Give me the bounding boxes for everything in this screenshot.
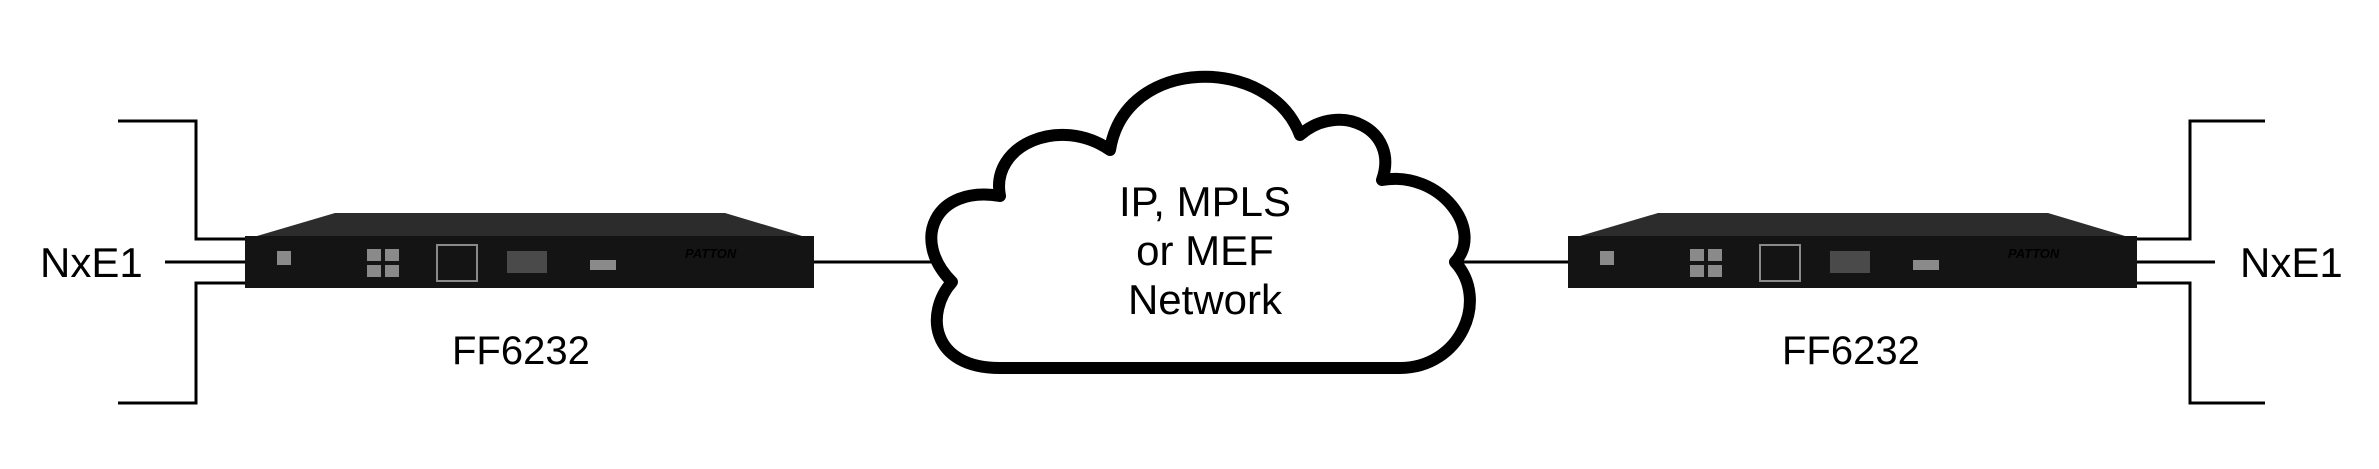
cloud-line-2: or MEF: [1136, 227, 1274, 274]
left-e1-bracket: [118, 119, 245, 405]
left-device-e1-ports: [436, 244, 478, 282]
right-device-led-grid: [1830, 251, 1870, 273]
left-device-eth-port-1: [367, 249, 381, 261]
right-device-ear-right: [2125, 236, 2137, 288]
right-device-ff6232: PATTON: [1568, 213, 2137, 288]
right-device-console-port: [1600, 251, 1614, 265]
left-device-ff6232: PATTON: [245, 213, 814, 288]
left-device-eth-port-3: [367, 265, 381, 277]
cloud-line-3: Network: [1128, 276, 1283, 323]
left-device-console-port: [277, 251, 291, 265]
cloud-line-1: IP, MPLS: [1119, 178, 1291, 225]
left-device-ear-right: [802, 236, 814, 288]
right-device-eth-port-2: [1708, 249, 1722, 261]
left-device-label: FF6232: [452, 329, 590, 373]
left-device-eth-port-2: [385, 249, 399, 261]
left-interface-label: NxE1: [40, 239, 143, 286]
right-device-eth-port-1: [1690, 249, 1704, 261]
right-device-eth-port-3: [1690, 265, 1704, 277]
right-device-serial-port: [1913, 260, 1939, 270]
right-device-eth-port-4: [1708, 265, 1722, 277]
right-e1-bracket: [2137, 119, 2265, 405]
left-device-led-grid: [507, 251, 547, 273]
left-device-brand-logo: PATTON: [685, 246, 737, 261]
right-device-e1-ports: [1759, 244, 1801, 282]
left-device-eth-port-4: [385, 265, 399, 277]
left-device-top: [257, 213, 802, 236]
left-device-ear-left: [245, 236, 257, 288]
right-device-brand-logo: PATTON: [2008, 246, 2060, 261]
right-device-ear-left: [1568, 236, 1580, 288]
right-interface-label: NxE1: [2240, 239, 2343, 286]
cloud-shape: [925, 70, 1476, 374]
right-device-top: [1580, 213, 2125, 236]
left-device-serial-port: [590, 260, 616, 270]
right-device-label: FF6232: [1782, 329, 1920, 373]
